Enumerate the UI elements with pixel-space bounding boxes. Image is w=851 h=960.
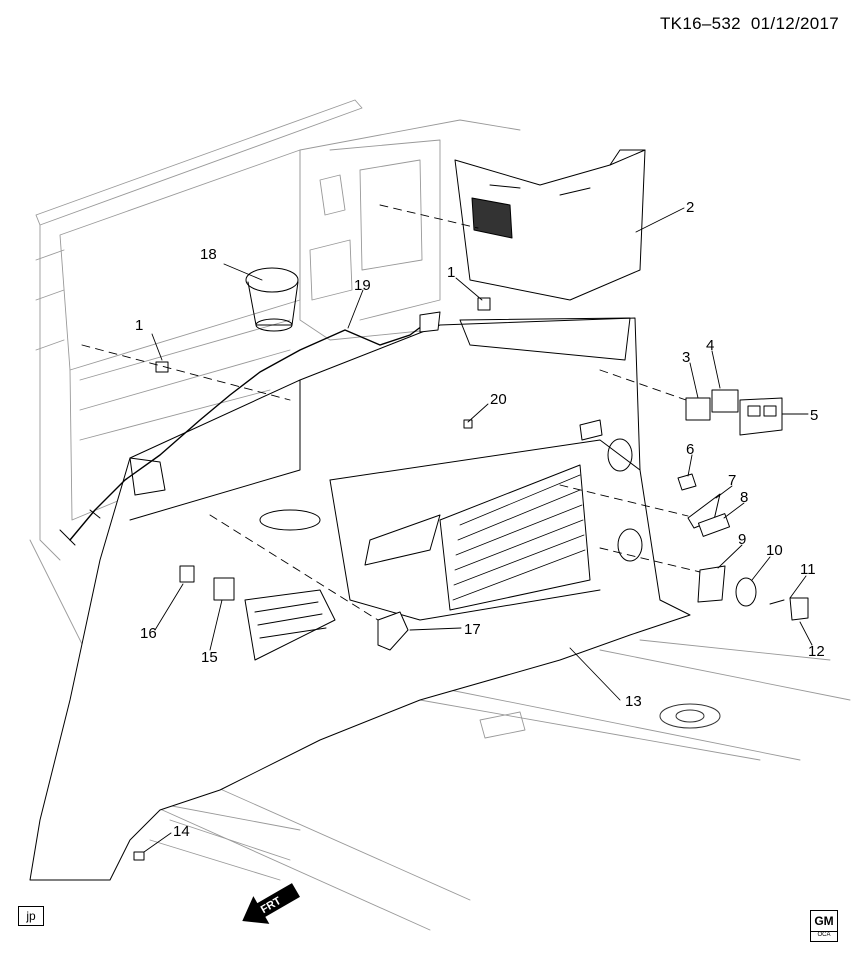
- drawing-code: TK16–532: [660, 14, 741, 33]
- drawing-header: TK16–532 01/12/2017: [660, 14, 839, 34]
- vehicle-body-outline: [29, 99, 851, 931]
- quarter-trim-panel-13: [29, 317, 691, 881]
- callout-8: 8: [740, 489, 748, 506]
- callout-9: 9: [738, 531, 746, 548]
- callout-15: 15: [201, 649, 218, 666]
- gm-logo: GM OCA: [810, 910, 838, 942]
- front-direction-arrow: FRT: [242, 883, 300, 924]
- callout-12: 12: [808, 643, 825, 660]
- callout-labels: 1 1 2 3 4 5 6 7 8 9 10 11 12 13 14 15 16…: [135, 199, 825, 840]
- gm-logo-sub: OCA: [811, 931, 837, 938]
- leader-lines: [81, 204, 813, 853]
- callout-7: 7: [728, 472, 736, 489]
- callout-11: 11: [800, 561, 816, 578]
- gm-logo-text: GM: [814, 914, 834, 928]
- hardware-parts-6-12: [677, 473, 809, 621]
- wiring-harness-19: [69, 319, 431, 541]
- callout-3: 3: [682, 349, 690, 366]
- small-fasteners: [133, 297, 491, 861]
- drawing-tag: jp: [18, 906, 44, 926]
- callout-17: 17: [464, 621, 481, 638]
- callout-13: 13: [625, 693, 642, 710]
- callout-6: 6: [686, 441, 694, 458]
- callout-1-upper: 1: [447, 264, 455, 281]
- drawing-date: 01/12/2017: [750, 14, 839, 33]
- callout-14: 14: [173, 823, 190, 840]
- callout-1-left: 1: [135, 317, 143, 334]
- callout-16: 16: [140, 625, 157, 642]
- switch-assembly-3-4-5: [685, 389, 783, 436]
- tire-well: [659, 703, 721, 729]
- upper-trim-panel-2: [454, 149, 646, 301]
- cup-holder-18: [245, 267, 299, 332]
- callout-5: 5: [810, 407, 818, 424]
- callout-18: 18: [200, 246, 217, 263]
- callout-20: 20: [490, 391, 507, 408]
- callout-4: 4: [706, 337, 714, 354]
- callout-2: 2: [686, 199, 694, 216]
- speaker-grille: [452, 474, 586, 601]
- callout-10: 10: [766, 542, 783, 559]
- callout-19: 19: [354, 277, 371, 294]
